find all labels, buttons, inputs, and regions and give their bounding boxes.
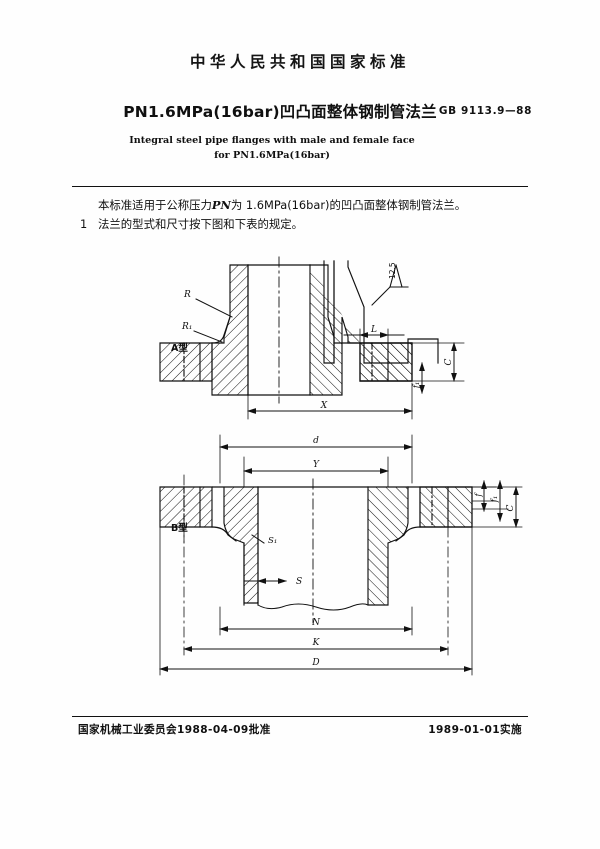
svg-text:f₁: f₁ [490,496,500,504]
svg-text:C: C [506,504,516,511]
scope-paragraph: 本标准适用于公称压力PN为 1.6MPa(16bar)的凹凸面整体钢制管法兰。 [80,196,528,215]
dimension-S1: S₁ [251,534,277,546]
svg-text:L: L [370,325,377,335]
flange-hub-left-b [212,486,259,604]
svg-text:12.5: 12.5 [388,262,397,279]
scope-prefix: 本标准适用于公称压力 [98,198,212,212]
svg-text:d: d [313,436,319,446]
page-title: PN1.6MPa(16bar)凹凸面整体钢制管法兰 [123,103,437,121]
svg-text:f: f [474,492,484,498]
header-divider-rule [72,186,528,188]
clause-1: 1 法兰的型式和尺寸按下图和下表的规定。 [80,215,528,234]
dimension-X: X [247,382,413,420]
scope-suffix: 为 1.6MPa(16bar)的凹凸面整体钢制管法兰。 [230,198,467,212]
dimension-R-lower: R₁ [181,322,223,343]
dimension-f1-b: f₁ [471,480,509,522]
dimension-N: N [219,606,413,636]
approval-text: 国家机械工业委员会1988-04-09批准 [78,724,271,736]
dimension-R-upper: R [183,290,233,318]
document-footer: 国家机械工业委员会1988-04-09批准 1989-01-01实施 [72,722,528,742]
svg-text:Y: Y [313,460,320,470]
clause-1-text: 法兰的型式和尺寸按下图和下表的规定。 [98,217,304,231]
english-title-line2: for PN1.6MPa(16bar) [214,150,330,161]
svg-text:R: R [183,290,191,300]
english-title-line1: Integral steel pipe flanges with male an… [129,135,415,146]
flange-plate-left-a [159,342,213,382]
flange-hub-right-b [367,486,409,606]
dimension-f1-a: f₁ [412,362,425,394]
dimension-D: D [159,526,473,676]
body-text: 本标准适用于公称压力PN为 1.6MPa(16bar)的凹凸面整体钢制管法兰。 … [80,196,528,234]
dimension-C-b: C [471,486,523,528]
scope-symbol-pn: PN [211,198,231,212]
svg-text:K: K [312,638,321,648]
svg-text:R₁: R₁ [181,322,192,332]
flange-technical-drawing: A型 12.5 [72,243,528,703]
svg-text:S₁: S₁ [268,536,277,546]
dimension-K: K [183,526,449,656]
national-standard-title: 中华人民共和国国家标准 [189,53,410,71]
flange-hub-left-a [211,264,249,396]
dimension-d: d [219,434,413,484]
title-row: PN1.6MPa(16bar)凹凸面整体钢制管法兰 GB 9113.9—88 [72,100,532,126]
standard-number: GB 9113.9—88 [438,105,532,117]
svg-text:f₁: f₁ [412,382,422,390]
dimension-S: S [243,577,302,587]
surface-finish-symbol: 12.5 [388,262,409,288]
svg-text:S: S [296,577,302,587]
svg-text:D: D [311,658,319,668]
implementation-text: 1989-01-01实施 [428,724,522,736]
national-standard-header: 中华人民共和国国家标准 [72,50,528,72]
flange-plate-right-b [419,486,473,528]
svg-text:N: N [311,618,321,628]
svg-text:C: C [444,358,454,365]
dimension-Y: Y [243,456,389,488]
dimension-L: L [343,325,405,348]
svg-text:X: X [320,401,328,411]
english-title: Integral steel pipe flanges with male an… [72,133,472,163]
clause-1-number: 1 [80,217,88,231]
flange-plate-left-b [159,486,213,528]
footer-divider-rule [72,716,528,718]
